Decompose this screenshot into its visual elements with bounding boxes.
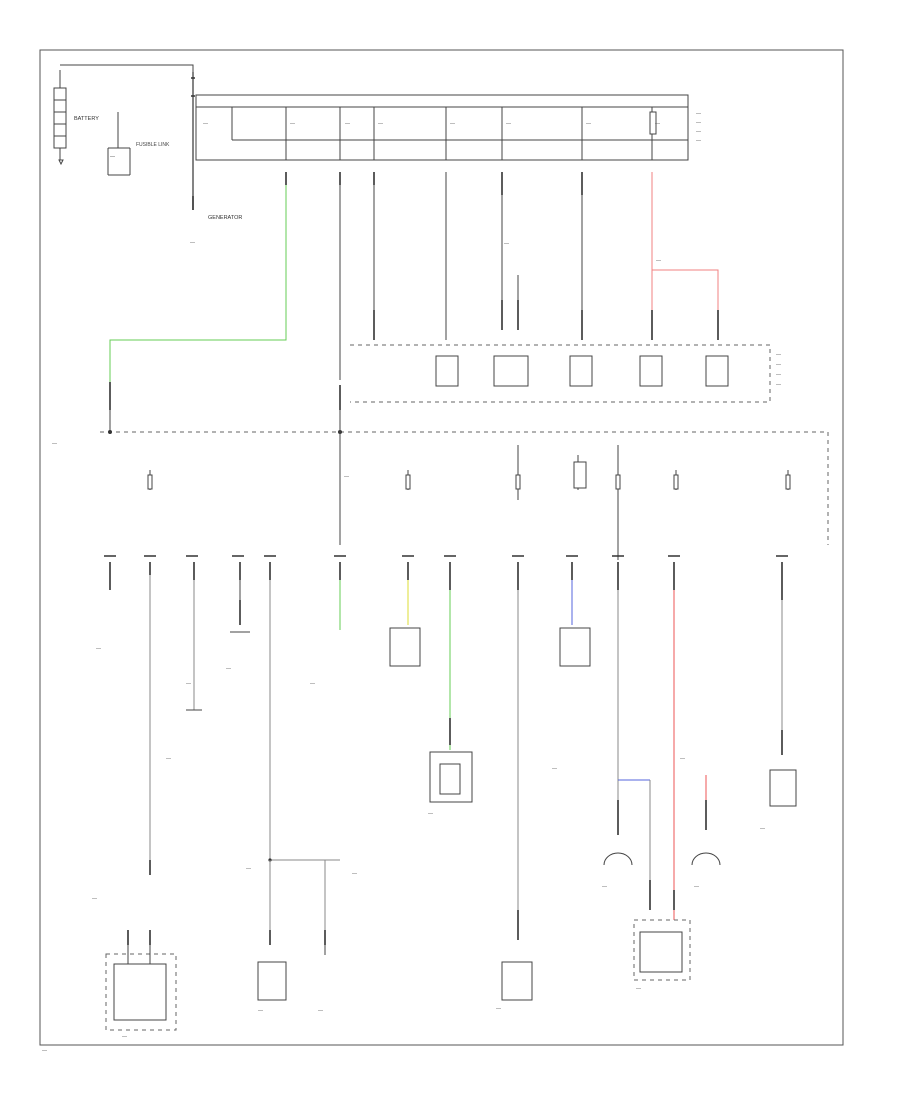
svg-text:—: — (450, 121, 455, 127)
svg-text:—: — (552, 766, 557, 772)
svg-text:—: — (504, 241, 509, 247)
battery-label: BATTERY (74, 116, 99, 122)
connector-row (104, 555, 788, 590)
svg-text:—: — (344, 474, 349, 480)
lower-fuses (147, 432, 791, 560)
svg-text:—: — (186, 681, 191, 687)
generator-label: GENERATOR (208, 215, 242, 221)
svg-text:—: — (586, 121, 591, 127)
svg-text:—: — (52, 441, 57, 447)
svg-text:—: — (776, 362, 781, 368)
top-fuse-box: — — — — (195, 94, 701, 161)
svg-text:—: — (602, 884, 607, 890)
svg-text:—: — (696, 129, 701, 135)
svg-text:—: — (345, 121, 350, 127)
svg-text:—: — (776, 382, 781, 388)
generator-ref: — (190, 240, 195, 246)
svg-text:—: — (696, 111, 701, 117)
svg-text:—: — (776, 352, 781, 358)
svg-text:—: — (318, 1008, 323, 1014)
svg-text:—: — (378, 121, 383, 127)
svg-text:—: — (203, 121, 208, 127)
svg-text:—: — (110, 154, 115, 160)
svg-text:—: — (226, 666, 231, 672)
fusible-link-label: FUSIBLE LINK (136, 142, 170, 148)
svg-text:—: — (428, 811, 433, 817)
svg-text:—: — (694, 884, 699, 890)
svg-text:—: — (258, 1008, 263, 1014)
svg-text:—: — (352, 871, 357, 877)
svg-text:—: — (496, 1006, 501, 1012)
svg-text:—: — (310, 681, 315, 687)
svg-text:—: — (655, 121, 660, 127)
svg-text:—: — (680, 756, 685, 762)
svg-text:—: — (92, 896, 97, 902)
svg-text:—: — (96, 646, 101, 652)
bottom-left-module (105, 930, 177, 1031)
top-fuse-drops (109, 172, 719, 382)
minor-labels: — — — — — — — — — — — — — — — — — — — — … (52, 121, 765, 1040)
svg-text:—: — (696, 120, 701, 126)
bottom-middle-modules (257, 945, 326, 1001)
svg-text:—: — (696, 138, 701, 144)
svg-text:—: — (760, 826, 765, 832)
battery-symbol (53, 87, 67, 149)
svg-text:—: — (506, 121, 511, 127)
footer-ref: — (42, 1048, 47, 1054)
svg-text:—: — (636, 986, 641, 992)
svg-text:—: — (122, 1034, 127, 1040)
battery-section: BATTERY — FUSIBLE LINK (53, 64, 194, 176)
svg-text:—: — (246, 866, 251, 872)
diagram-frame (39, 49, 844, 1046)
svg-text:—: — (290, 121, 295, 127)
svg-text:—: — (776, 372, 781, 378)
lower-wiring (149, 575, 797, 1001)
svg-text:—: — (656, 258, 661, 264)
svg-text:—: — (166, 756, 171, 762)
relay-row: — — — — (350, 344, 781, 403)
middle-bus (100, 382, 829, 545)
